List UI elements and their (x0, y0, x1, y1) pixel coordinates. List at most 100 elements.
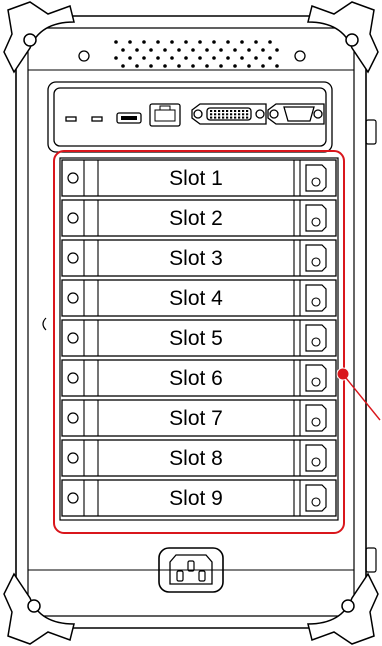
slot-latch-icon[interactable] (305, 244, 327, 272)
vent-hole (198, 56, 202, 60)
latch-screw-icon (311, 457, 321, 467)
dvi-pin (238, 113, 241, 116)
vent-hole (121, 48, 125, 52)
slot-bay[interactable]: Slot 8 (61, 439, 337, 477)
latch-screw-icon (311, 497, 321, 507)
screw-icon (78, 50, 90, 62)
dvi-pin (246, 110, 249, 112)
dvi-pin (238, 116, 241, 119)
vent-hole (247, 64, 251, 68)
slot-label: Slot 6 (169, 367, 223, 390)
slot-bay[interactable]: Slot 1 (61, 159, 337, 197)
slot-bay[interactable]: Slot 7 (61, 399, 337, 437)
slot-led-icon (67, 292, 79, 304)
slot-label: Slot 4 (169, 287, 223, 310)
ethernet-port-icon (149, 103, 181, 127)
slot-led-icon (67, 452, 79, 464)
dvi-pin (230, 113, 233, 116)
slot-bay[interactable]: Slot 2 (61, 199, 337, 237)
dvi-pin (242, 110, 245, 112)
vent-hole (205, 64, 209, 68)
slot-cage (59, 157, 339, 521)
slot-frame (61, 239, 337, 277)
vent-hole (275, 48, 279, 52)
vent-hole (240, 40, 244, 44)
latch-screw-icon (311, 257, 321, 267)
dvi-pin (226, 110, 229, 112)
slot-latch-icon[interactable] (305, 484, 327, 512)
vent-hole (254, 56, 258, 60)
dvi-pin (222, 113, 225, 116)
slot-frame (61, 199, 337, 237)
usb-port-icon (116, 112, 142, 124)
slot-latch-icon[interactable] (305, 364, 327, 392)
slot-led-icon (67, 172, 79, 184)
slot-frame (61, 439, 337, 477)
slot-bay[interactable]: Slot 9 (61, 479, 337, 517)
dvi-pin (234, 113, 237, 116)
slot-label: Slot 3 (169, 247, 223, 270)
slot-latch-icon[interactable] (305, 324, 327, 352)
slot-latch-icon[interactable] (305, 444, 327, 472)
dvi-port-icon (191, 103, 267, 125)
dvi-pin (214, 116, 217, 119)
io-panel (47, 81, 333, 153)
dvi-pin (210, 113, 213, 116)
slot-latch-icon[interactable] (305, 404, 327, 432)
slot-led-icon (67, 252, 79, 264)
dvi-pin (226, 116, 229, 119)
corner-bumper-top-left (3, 1, 75, 74)
dvi-pin (246, 113, 249, 116)
vent-hole (205, 48, 209, 52)
dvi-pin (234, 116, 237, 119)
slot-led-icon (67, 492, 79, 504)
vent-hole (219, 48, 223, 52)
vent-hole (212, 40, 216, 44)
vent-hole (184, 56, 188, 60)
slot-label: Slot 7 (169, 407, 223, 430)
latch-screw-icon (311, 177, 321, 187)
slot-latch-icon[interactable] (305, 204, 327, 232)
vent-hole (240, 56, 244, 60)
dvi-pin (222, 110, 225, 112)
latch-screw-icon (311, 217, 321, 227)
highlight-box (53, 150, 345, 534)
slot-led-icon (67, 332, 79, 344)
slot-label: Slot 2 (169, 207, 223, 230)
vent-hole (261, 48, 265, 52)
dvi-pin (238, 110, 241, 112)
led-indicator-icon (65, 116, 77, 122)
vent-hole (121, 64, 125, 68)
slot-latch-icon[interactable] (305, 164, 327, 192)
vent-hole (226, 40, 230, 44)
dvi-pin (222, 116, 225, 119)
vent-hole (275, 64, 279, 68)
latch-screw-icon (311, 377, 321, 387)
vent-hole (226, 56, 230, 60)
slot-bay[interactable]: Slot 6 (61, 359, 337, 397)
callout-leader-line (345, 377, 381, 421)
vent-hole (142, 56, 146, 60)
side-latch (42, 119, 377, 573)
slot-bay[interactable]: Slot 3 (61, 239, 337, 277)
power-inlet-icon (158, 547, 224, 593)
vent-hole (170, 56, 174, 60)
vent-hole (163, 64, 167, 68)
slot-frame (61, 319, 337, 357)
slot-frame (61, 159, 337, 197)
vent-hole (198, 40, 202, 44)
slot-latch-icon[interactable] (305, 284, 327, 312)
latch-screw-icon (311, 297, 321, 307)
dvi-pin (242, 113, 245, 116)
vent-hole (177, 48, 181, 52)
vent-hole (149, 64, 153, 68)
slot-led-icon (67, 372, 79, 384)
dvi-pin (210, 116, 213, 119)
slot-bay[interactable]: Slot 4 (61, 279, 337, 317)
vent-hole (114, 40, 118, 44)
slot-bay[interactable]: Slot 5 (61, 319, 337, 357)
dvi-pin (214, 110, 217, 112)
vent-hole (149, 48, 153, 52)
